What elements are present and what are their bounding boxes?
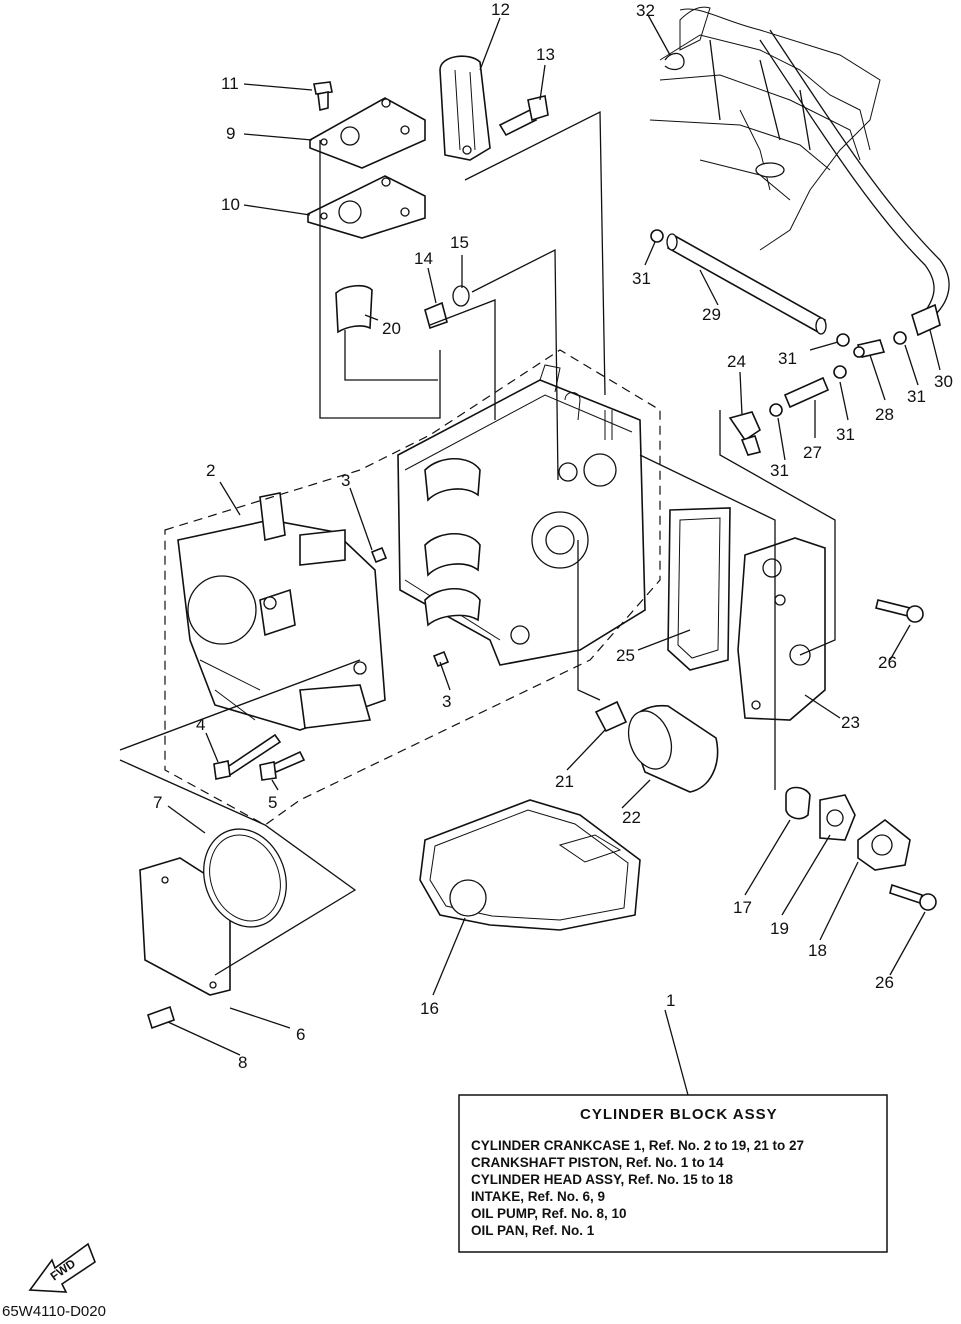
callout-3: 3 [341, 471, 350, 490]
pipe-part [666, 233, 827, 335]
callout-19: 19 [770, 919, 789, 938]
thermostat-parts [785, 786, 911, 871]
callout-31: 31 [632, 269, 651, 288]
hose-clip-parts [650, 229, 907, 417]
callout-14: 14 [414, 249, 433, 268]
callout-29: 29 [702, 305, 721, 324]
dowel-pin-parts [370, 546, 450, 668]
bolt-parts [213, 733, 306, 781]
callout-31c: 31 [907, 387, 926, 406]
callout-26: 26 [878, 653, 897, 672]
gasket-part [667, 507, 731, 671]
callout-27: 27 [803, 443, 822, 462]
upper-casing-part [649, 6, 881, 251]
crankcase-part [177, 492, 386, 731]
legend-line: OIL PUMP, Ref. No. 8, 10 [471, 1206, 627, 1221]
callout-6: 6 [296, 1025, 305, 1044]
callout-4: 4 [196, 715, 205, 734]
legend-title: CYLINDER BLOCK ASSY [580, 1106, 778, 1123]
callout-20: 20 [382, 319, 401, 338]
callout-8: 8 [238, 1053, 247, 1072]
oil-filter-parts [594, 700, 719, 793]
oil-pump-parts [139, 828, 287, 1030]
cylinder-head-part [737, 537, 826, 721]
callout-numbers: 1 2 3 3 4 5 6 7 8 9 10 11 12 13 14 15 16… [153, 0, 953, 1072]
legend-line: OIL PAN, Ref. No. 1 [471, 1223, 595, 1238]
callout-25: 25 [616, 646, 635, 665]
callout-1: 1 [666, 991, 675, 1010]
callout-31d: 31 [836, 425, 855, 444]
assembly-outline [119, 110, 836, 976]
head-bolt-parts [875, 599, 937, 911]
callout-13: 13 [536, 45, 555, 64]
callout-32: 32 [636, 1, 655, 20]
callout-21: 21 [555, 772, 574, 791]
callout-30: 30 [934, 372, 953, 391]
callout-12: 12 [491, 0, 510, 19]
callout-23: 23 [841, 713, 860, 732]
callout-7: 7 [153, 793, 162, 812]
legend-line: CRANKSHAFT PISTON, Ref. No. 1 to 14 [471, 1155, 724, 1170]
leader-lines [167, 14, 941, 1096]
callout-16: 16 [420, 999, 439, 1018]
callout-2: 2 [206, 461, 215, 480]
hose-part [759, 29, 950, 337]
callout-9: 9 [226, 124, 235, 143]
callout-18: 18 [808, 941, 827, 960]
legend-line: CYLINDER CRANKCASE 1, Ref. No. 2 to 19, … [471, 1138, 804, 1153]
drawing-code: 65W4110-D020 [2, 1303, 106, 1319]
callout-26b: 26 [875, 973, 894, 992]
fitting-parts [728, 339, 886, 456]
lever-bracket-part [439, 55, 549, 161]
callout-11: 11 [221, 74, 239, 93]
callout-5: 5 [268, 793, 277, 812]
legend-line: CYLINDER HEAD ASSY, Ref. No. 15 to 18 [471, 1172, 734, 1187]
oil-pan-gasket-part [419, 799, 641, 931]
callout-22: 22 [622, 808, 641, 827]
callout-31b: 31 [778, 349, 797, 368]
cylinder-block-part [397, 364, 646, 666]
intake-cover-parts [307, 81, 426, 239]
callout-10: 10 [221, 195, 240, 214]
callout-17: 17 [733, 898, 752, 917]
legend-box: CYLINDER BLOCK ASSY CYLINDER CRANKCASE 1… [458, 1094, 888, 1253]
callout-3b: 3 [442, 692, 451, 711]
callout-24: 24 [727, 352, 746, 371]
callout-28: 28 [875, 405, 894, 424]
callout-31e: 31 [770, 461, 789, 480]
callout-15: 15 [450, 233, 469, 252]
plug-parts [335, 284, 470, 334]
legend-line: INTAKE, Ref. No. 6, 9 [471, 1189, 605, 1204]
fwd-arrow-icon: FWD [28, 1242, 96, 1293]
